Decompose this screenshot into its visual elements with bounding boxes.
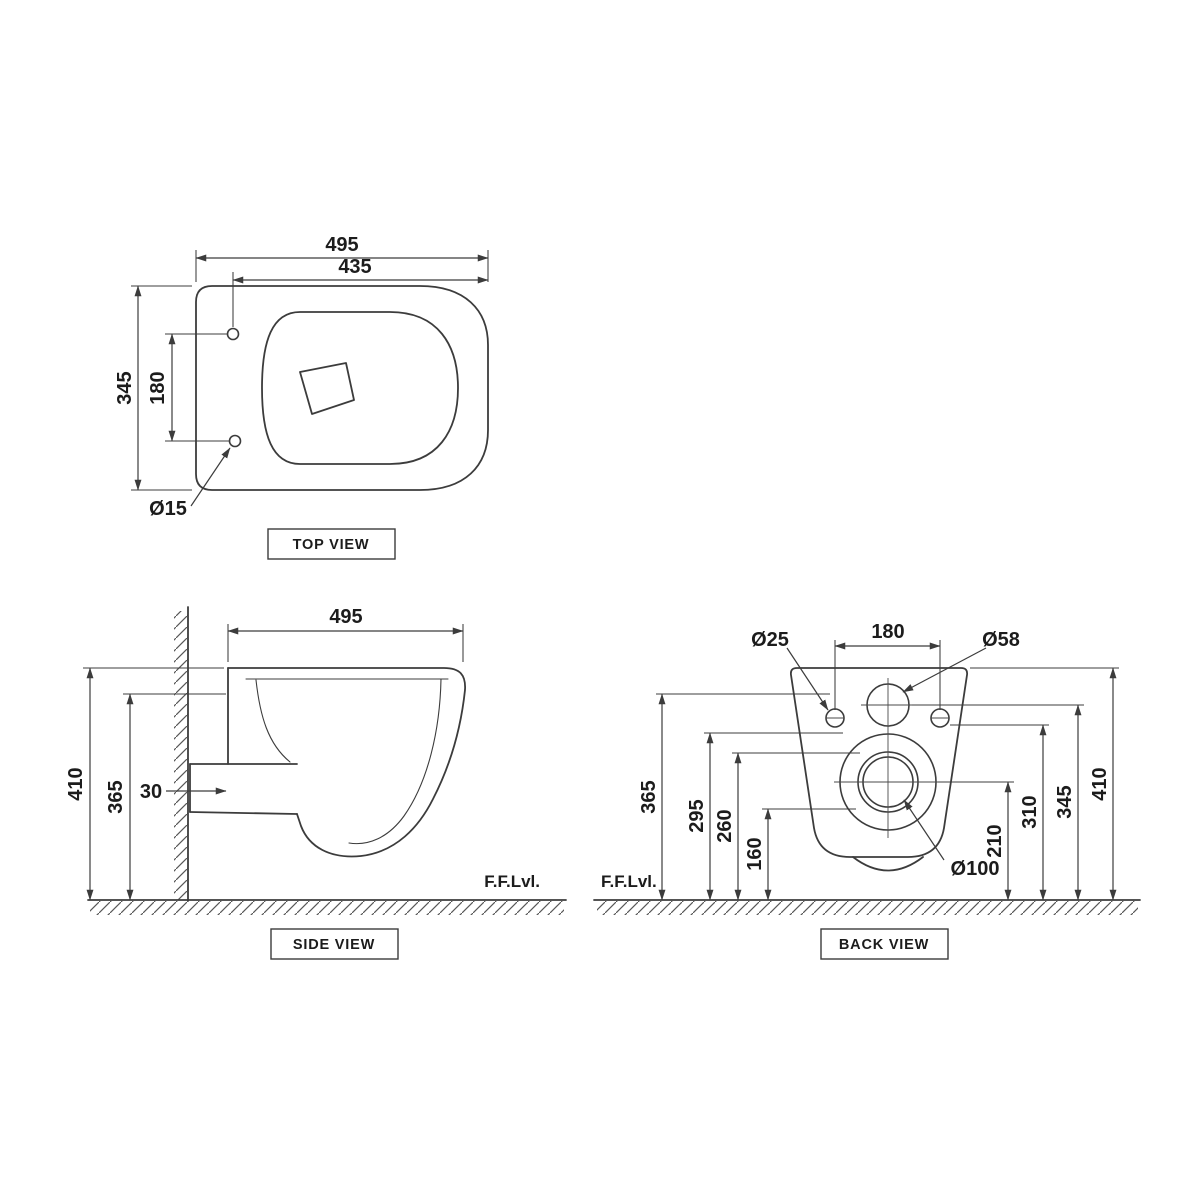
back-view-dim-right-410: 410 [1089,767,1111,800]
back-view-toilet-outline [789,667,969,872]
side-view-wall [174,606,189,902]
side-view-dimension-lines [83,624,464,901]
side-view-label: SIDE VIEW [293,937,375,953]
back-view-dim-outlet-diameter: Ø100 [951,858,1000,880]
side-view-dim-rim-height: 365 [105,780,127,813]
back-view-caption: BACK VIEW [820,928,949,960]
side-view-floor-level-label: F.F.Lvl. [484,872,540,891]
trap-bulge [852,856,924,872]
side-view-dim-outlet-offset: 30 [140,781,162,803]
side-view-toilet-profile [189,667,466,858]
back-view-dim-right-210: 210 [984,824,1006,857]
back-view-floor-level-label: F.F.Lvl. [601,872,657,891]
back-view-dim-inlet-diameter: Ø58 [982,629,1020,651]
water-spot [299,362,355,415]
top-view-dim-hole-spacing: 180 [147,371,169,404]
top-view-dim-overall-width: 495 [325,234,358,256]
top-view-outline [195,285,489,491]
top-view-dimension-lines [131,250,489,507]
back-view-label: BACK VIEW [839,937,929,953]
side-view-dim-depth: 495 [329,606,362,628]
top-view-dim-inner-width: 435 [338,256,371,278]
back-view-dim-left-365: 365 [638,780,660,813]
side-view: 495 410 365 30 F.F.Lvl. SIDE VIEW [65,606,567,960]
back-view-dim-left-160: 160 [744,837,766,870]
side-view-caption: SIDE VIEW [270,928,399,960]
back-view-dim-left-260: 260 [714,809,736,842]
back-view-dim-left-295: 295 [686,799,708,832]
side-view-floor [87,899,567,915]
back-view-dim-right-345: 345 [1054,785,1076,818]
top-view-dim-hole-diameter: Ø15 [149,498,187,520]
back-view-ports [825,678,950,838]
back-view-floor [593,899,1141,915]
back-view-dim-hole-spacing: 180 [871,621,904,643]
side-view-dim-overall-height: 410 [65,767,87,800]
top-view-mounting-holes [226,327,242,448]
top-view-label: TOP VIEW [293,537,370,553]
back-view-dim-hole-diameter: Ø25 [751,629,789,651]
seat-opening [261,311,459,465]
top-view: 495 435 345 180 Ø15 TOP VIEW [114,234,489,560]
top-view-dim-depth: 345 [114,371,136,404]
back-view-dim-right-310: 310 [1019,795,1041,828]
top-view-caption: TOP VIEW [267,528,396,560]
back-view: 180 Ø25 Ø58 Ø100 365 295 260 160 210 310… [593,621,1141,960]
back-view-dimension-lines [656,640,1119,901]
